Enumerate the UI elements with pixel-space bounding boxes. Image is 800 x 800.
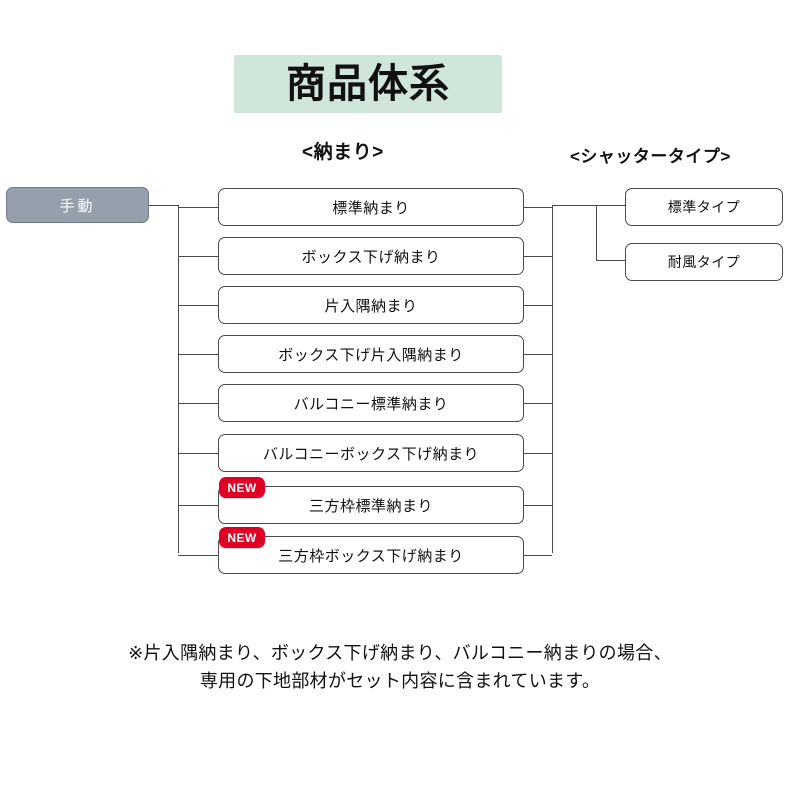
node-osamari-7[interactable]: 三方枠標準納まり xyxy=(218,486,524,524)
connector-stub-left-2 xyxy=(178,256,218,257)
node-label: 三方枠ボックス下げ納まり xyxy=(278,547,464,565)
node-label: 標準タイプ xyxy=(667,199,741,215)
connector-stub-shutter-2 xyxy=(596,260,625,261)
footnote-line-1: ※片入隅納まり、ボックス下げ納まり、バルコニー納まりの場合、 xyxy=(128,643,672,663)
root-node-label: 手動 xyxy=(59,197,96,215)
node-osamari-2[interactable]: ボックス下げ納まり xyxy=(218,237,524,275)
column-header-shutter-type: <シャッタータイプ> xyxy=(570,147,731,166)
root-node-manual[interactable]: 手動 xyxy=(6,187,149,223)
node-label: ボックス下げ片入隅納まり xyxy=(278,346,464,364)
connector-stub-right-5 xyxy=(524,403,552,404)
node-label: バルコニー標準納まり xyxy=(293,395,449,413)
node-label: 片入隅納まり xyxy=(324,297,418,315)
connector-stub-shutter-1 xyxy=(596,205,625,206)
connector-stub-left-3 xyxy=(178,305,218,306)
connector-trunk-right xyxy=(552,205,553,553)
new-badge-osamari-7: NEW xyxy=(219,477,265,498)
connector-stub-right-8 xyxy=(524,555,552,556)
node-osamari-4[interactable]: ボックス下げ片入隅納まり xyxy=(218,335,524,373)
connector-stub-left-5 xyxy=(178,403,218,404)
node-label: バルコニーボックス下げ納まり xyxy=(262,445,480,463)
node-osamari-6[interactable]: バルコニーボックス下げ納まり xyxy=(218,434,524,472)
connector-stub-right-4 xyxy=(524,354,552,355)
node-label: ボックス下げ納まり xyxy=(301,248,441,266)
new-badge-label: NEW xyxy=(227,530,257,545)
node-osamari-3[interactable]: 片入隅納まり xyxy=(218,286,524,324)
connector-stub-left-7 xyxy=(178,505,218,506)
connector-trunk-left xyxy=(178,205,179,553)
connector-stub-right-7 xyxy=(524,505,552,506)
footnote-line-2: 専用の下地部材がセット内容に含まれています。 xyxy=(199,670,601,691)
column-header-osamari: <納まり> xyxy=(302,142,384,163)
connector-stub-right-1 xyxy=(524,207,552,208)
connector-stub-left-1 xyxy=(178,207,218,208)
connector-stub-left-8 xyxy=(178,555,218,556)
node-osamari-1[interactable]: 標準納まり xyxy=(218,188,524,226)
node-shutter-1[interactable]: 標準タイプ xyxy=(625,188,783,226)
node-label: 耐風タイプ xyxy=(667,254,741,270)
page-title-band: 商品体系 xyxy=(234,55,502,113)
new-badge-label: NEW xyxy=(227,480,257,495)
connector-root-to-trunk xyxy=(149,205,179,206)
node-osamari-5[interactable]: バルコニー標準納まり xyxy=(218,384,524,422)
connector-right-to-shutter xyxy=(552,205,596,206)
node-osamari-8[interactable]: 三方枠ボックス下げ納まり xyxy=(218,536,524,574)
connector-stub-left-6 xyxy=(178,453,218,454)
footnote: ※片入隅納まり、ボックス下げ納まり、バルコニー納まりの場合、 専用の下地部材がセ… xyxy=(0,640,800,696)
connector-shutter-branch xyxy=(596,205,597,260)
connector-stub-right-6 xyxy=(524,453,552,454)
connector-stub-left-4 xyxy=(178,354,218,355)
page-title: 商品体系 xyxy=(286,62,450,106)
node-label: 三方枠標準納まり xyxy=(308,497,433,515)
connector-stub-right-3 xyxy=(524,305,552,306)
connector-stub-right-2 xyxy=(524,256,552,257)
new-badge-osamari-8: NEW xyxy=(219,527,265,548)
node-label: 標準納まり xyxy=(332,199,410,217)
node-shutter-2[interactable]: 耐風タイプ xyxy=(625,243,783,281)
